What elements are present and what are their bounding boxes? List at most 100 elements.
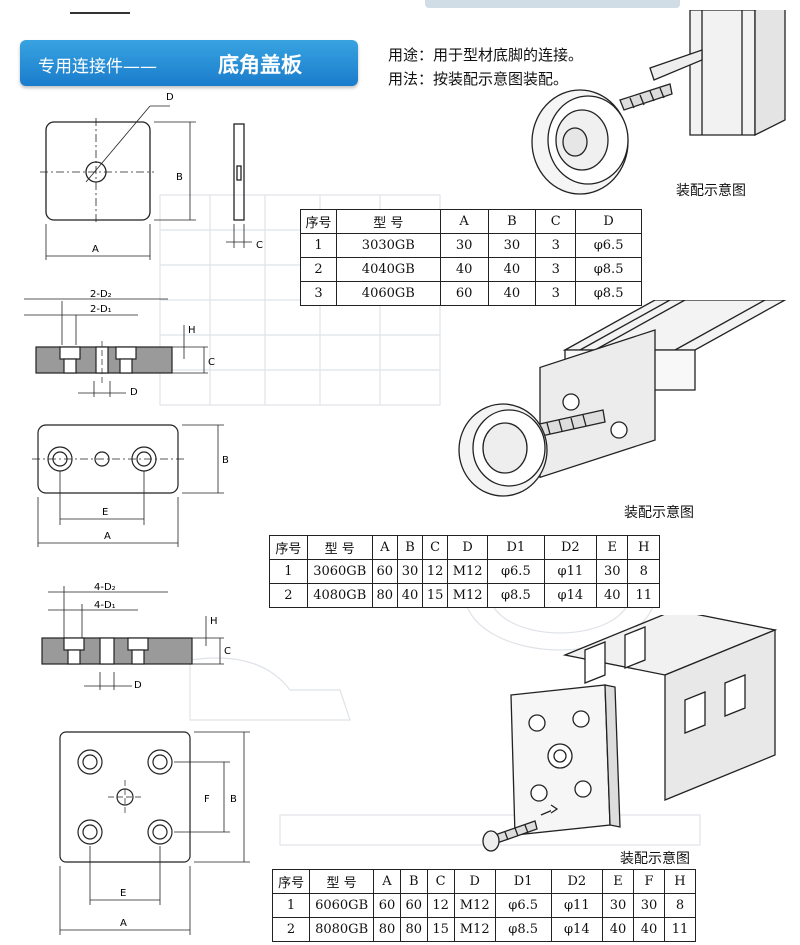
table-cell: 60: [373, 893, 401, 918]
dim-label-f: F: [204, 794, 210, 805]
table-cell: 40: [596, 583, 629, 608]
plate-1-drawing: D B A C: [40, 92, 263, 260]
table-row: 3 4060GB 60 40 3 φ8.5: [300, 281, 642, 306]
table-cell: 30: [602, 893, 635, 918]
dim-label-c: C: [208, 357, 215, 368]
table-cell: 80: [371, 583, 398, 608]
plate-1-outline: [45, 121, 151, 221]
usage-method: 用法：按装配示意图装配。: [388, 70, 569, 88]
table-3-spec: 序号 型 号 A B C D D1 D2 E F H 1 6060GB 60 6…: [271, 869, 697, 942]
table-header-cell: B: [487, 209, 537, 234]
table-cell: 40: [439, 257, 489, 282]
assembly-2-illustration: [458, 300, 787, 497]
section-banner: 专用连接件—— 底角盖板: [20, 40, 358, 86]
dim-label-b: B: [176, 172, 183, 183]
dim-label-c: C: [224, 646, 231, 657]
table-header-cell: A: [371, 535, 398, 560]
table-header-cell: 序号: [271, 869, 311, 894]
table-cell: 40: [487, 281, 537, 306]
table-cell: φ8.5: [575, 281, 642, 306]
table-cell: φ6.5: [487, 559, 545, 584]
table-cell: 1: [271, 893, 311, 918]
table-header-cell: D: [447, 535, 489, 560]
table-1-spec: 序号 型 号 A B C D 1 3030GB 30 30 3 φ6.5 2 4…: [300, 209, 642, 306]
assembly-3-illustration: [482, 615, 778, 852]
dim-label-2d1: 2-D₁: [90, 304, 112, 315]
plate-3-top-drawing: E A F B: [59, 731, 250, 935]
decorative-tab: [425, 0, 680, 8]
banner-title: 底角盖板: [218, 53, 302, 77]
table-header-cell: 型 号: [335, 209, 441, 234]
assembly-1-illustration: [531, 10, 786, 195]
table-row: 1 6060GB 60 60 12 M12 φ6.5 φ11 30 30 8: [271, 893, 697, 918]
table-cell: 30: [396, 559, 424, 584]
table-header-cell: B: [396, 535, 424, 560]
table-cell: φ6.5: [575, 233, 642, 258]
usage-purpose: 用途：用于型材底脚的连接。: [388, 46, 584, 64]
dim-label-c: C: [256, 240, 263, 251]
table-header-cell: C: [422, 535, 449, 560]
table-cell: 4060GB: [335, 281, 441, 306]
table-cell: 11: [663, 917, 697, 942]
table-cell: 3: [300, 281, 337, 306]
table-header-cell: D2: [543, 535, 598, 560]
table-cell: 12: [422, 559, 449, 584]
plate-2-drawing: 2-D₂ 2-D₁ C H D E A B: [24, 289, 229, 547]
dim-label-d: D: [130, 387, 138, 398]
table-row: 2 4040GB 40 40 3 φ8.5: [300, 257, 642, 282]
table-row: 序号 型 号 A B C D D1 D2 E F H: [271, 869, 697, 894]
table-cell: 80: [399, 917, 428, 942]
table-row: 1 3030GB 30 30 3 φ6.5: [300, 233, 642, 258]
table-cell: 12: [426, 893, 455, 918]
dim-label-a: A: [104, 531, 111, 542]
table-header-cell: H: [627, 535, 660, 560]
table-cell: 30: [633, 893, 665, 918]
table-header-cell: A: [373, 869, 401, 894]
table-cell: φ8.5: [487, 583, 545, 608]
dim-label-2d2: 2-D₂: [90, 289, 112, 300]
table-cell: 40: [633, 917, 665, 942]
table-cell: φ8.5: [494, 917, 552, 942]
table-header-cell: D: [575, 209, 642, 234]
table-cell: 40: [396, 583, 424, 608]
plate-1-side-view: [233, 123, 245, 221]
table-row: 2 4080GB 80 40 15 M12 φ8.5 φ14 40 11: [269, 583, 660, 608]
dim-label-4d1: 4-D₁: [94, 600, 116, 611]
table-cell: 4080GB: [306, 583, 373, 608]
table-cell: 3030GB: [335, 233, 441, 258]
table-cell: 80: [373, 917, 401, 942]
table-header-cell: 型 号: [306, 535, 373, 560]
table-header-cell: D1: [487, 535, 545, 560]
table-cell: 30: [487, 233, 537, 258]
table-cell: 3: [535, 257, 577, 282]
table-cell: 40: [487, 257, 537, 282]
table-cell: 30: [439, 233, 489, 258]
table-cell: 8080GB: [309, 917, 375, 942]
dim-label-e: E: [102, 507, 108, 518]
table-row: 1 3060GB 60 30 12 M12 φ6.5 φ11 30 8: [269, 559, 660, 584]
plate-3-section-drawing: 4-D₂ 4-D₁ C H D: [41, 582, 231, 691]
table-cell: φ6.5: [494, 893, 552, 918]
dim-label-e: E: [120, 888, 126, 899]
table-row: 序号 型 号 A B C D D1 D2 E H: [269, 535, 660, 560]
table-cell: 11: [627, 583, 660, 608]
dim-label-b: B: [222, 455, 229, 466]
assembly-caption-3: 装配示意图: [620, 851, 690, 867]
table-2-spec: 序号 型 号 A B C D D1 D2 E H 1 3060GB 60 30 …: [269, 535, 660, 608]
banner-category: 专用连接件——: [38, 57, 157, 77]
assembly-caption-1: 装配示意图: [676, 183, 746, 199]
table-cell: 2: [269, 583, 308, 608]
table-cell: 60: [439, 281, 489, 306]
table-cell: 15: [426, 917, 455, 942]
table-header-cell: F: [633, 869, 665, 894]
table-header-cell: A: [439, 209, 489, 234]
table-header-cell: B: [399, 869, 428, 894]
table-cell: 60: [399, 893, 428, 918]
table-row: 序号 型 号 A B C D: [300, 209, 642, 234]
table-header-cell: E: [602, 869, 635, 894]
dim-label-4d2: 4-D₂: [94, 582, 116, 593]
dim-label-h: H: [210, 616, 218, 627]
table-cell: 30: [596, 559, 629, 584]
assembly-caption-2: 装配示意图: [624, 505, 694, 521]
table-cell: φ11: [543, 559, 598, 584]
